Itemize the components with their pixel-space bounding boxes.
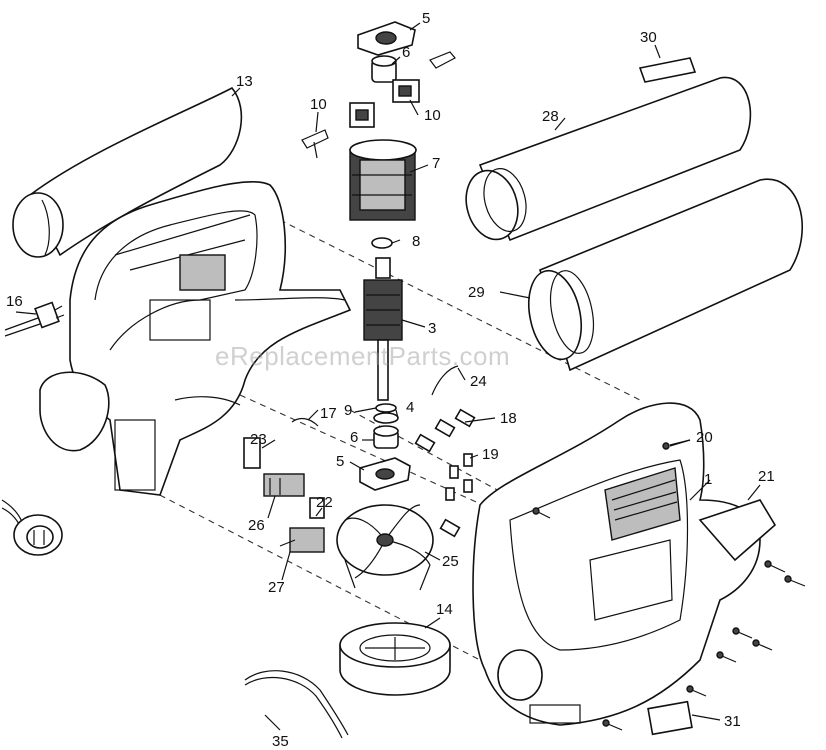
part-35-shoulder-strap [244, 670, 349, 739]
part-31-label [647, 700, 693, 736]
callout-23: 23 [250, 431, 267, 448]
callout-24: 24 [470, 373, 487, 390]
part-10-brush-holders [301, 51, 456, 159]
callout-labels: 13 5 6 10 10 7 8 3 9 4 6 5 25 14 35 16 1… [6, 10, 775, 750]
callout-16: 16 [6, 293, 23, 310]
part-30-label [638, 57, 697, 83]
watermark: eReplacementParts.com [215, 341, 510, 371]
callout-21: 21 [758, 468, 775, 485]
callout-4: 4 [406, 399, 414, 416]
parts-20-21-screws [532, 439, 806, 731]
callout-8: 8 [412, 233, 420, 250]
callout-35: 35 [272, 733, 289, 750]
part-6-bushing-top [371, 55, 397, 83]
part-8-washer [371, 237, 393, 249]
callout-10-left: 10 [310, 96, 327, 113]
callout-25: 25 [442, 553, 459, 570]
part-24-wire [431, 365, 459, 396]
callout-22: 22 [316, 494, 333, 511]
callout-28: 28 [542, 108, 559, 125]
callout-9: 9 [344, 402, 352, 419]
part-25-fan-impeller [336, 504, 434, 591]
part-7-field-stator [349, 139, 417, 221]
callout-5-top: 5 [422, 10, 430, 27]
callout-6-top: 6 [402, 44, 410, 61]
callout-31: 31 [724, 713, 741, 730]
part-1-right-housing [472, 402, 777, 726]
callout-6-lower: 6 [350, 429, 358, 446]
callout-10-right: 10 [424, 107, 441, 124]
callout-20: 20 [696, 429, 713, 446]
callout-26: 26 [248, 517, 265, 534]
parts-17-23-26-27-22-switch [243, 417, 325, 553]
leader-lines [15, 22, 761, 731]
part-28-blower-tube [465, 76, 752, 242]
part-16-cord [4, 301, 65, 337]
left-housing-half [39, 180, 352, 496]
part-5-bearing-retainer-lower [359, 457, 411, 491]
callout-30: 30 [640, 29, 657, 46]
callout-29: 29 [468, 284, 485, 301]
part-6-bushing-lower [373, 425, 399, 449]
parts-18-19-pins [414, 408, 476, 538]
callout-1: 1 [704, 471, 712, 488]
callout-18: 18 [500, 410, 517, 427]
callout-17: 17 [320, 405, 337, 422]
callout-13: 13 [236, 73, 253, 90]
part-14-fan-housing [339, 622, 451, 696]
callout-14: 14 [436, 601, 453, 618]
part-29-blower-tube [528, 178, 803, 372]
callout-19: 19 [482, 446, 499, 463]
part-3-armature [363, 257, 403, 401]
part-5-bearing-retainer-top [357, 21, 416, 56]
callout-5-lower: 5 [336, 453, 344, 470]
callout-7: 7 [432, 155, 440, 172]
callout-3: 3 [428, 320, 436, 337]
callout-27: 27 [268, 579, 285, 596]
power-cord-end [1, 499, 63, 556]
part-4-9-washers [373, 403, 399, 424]
